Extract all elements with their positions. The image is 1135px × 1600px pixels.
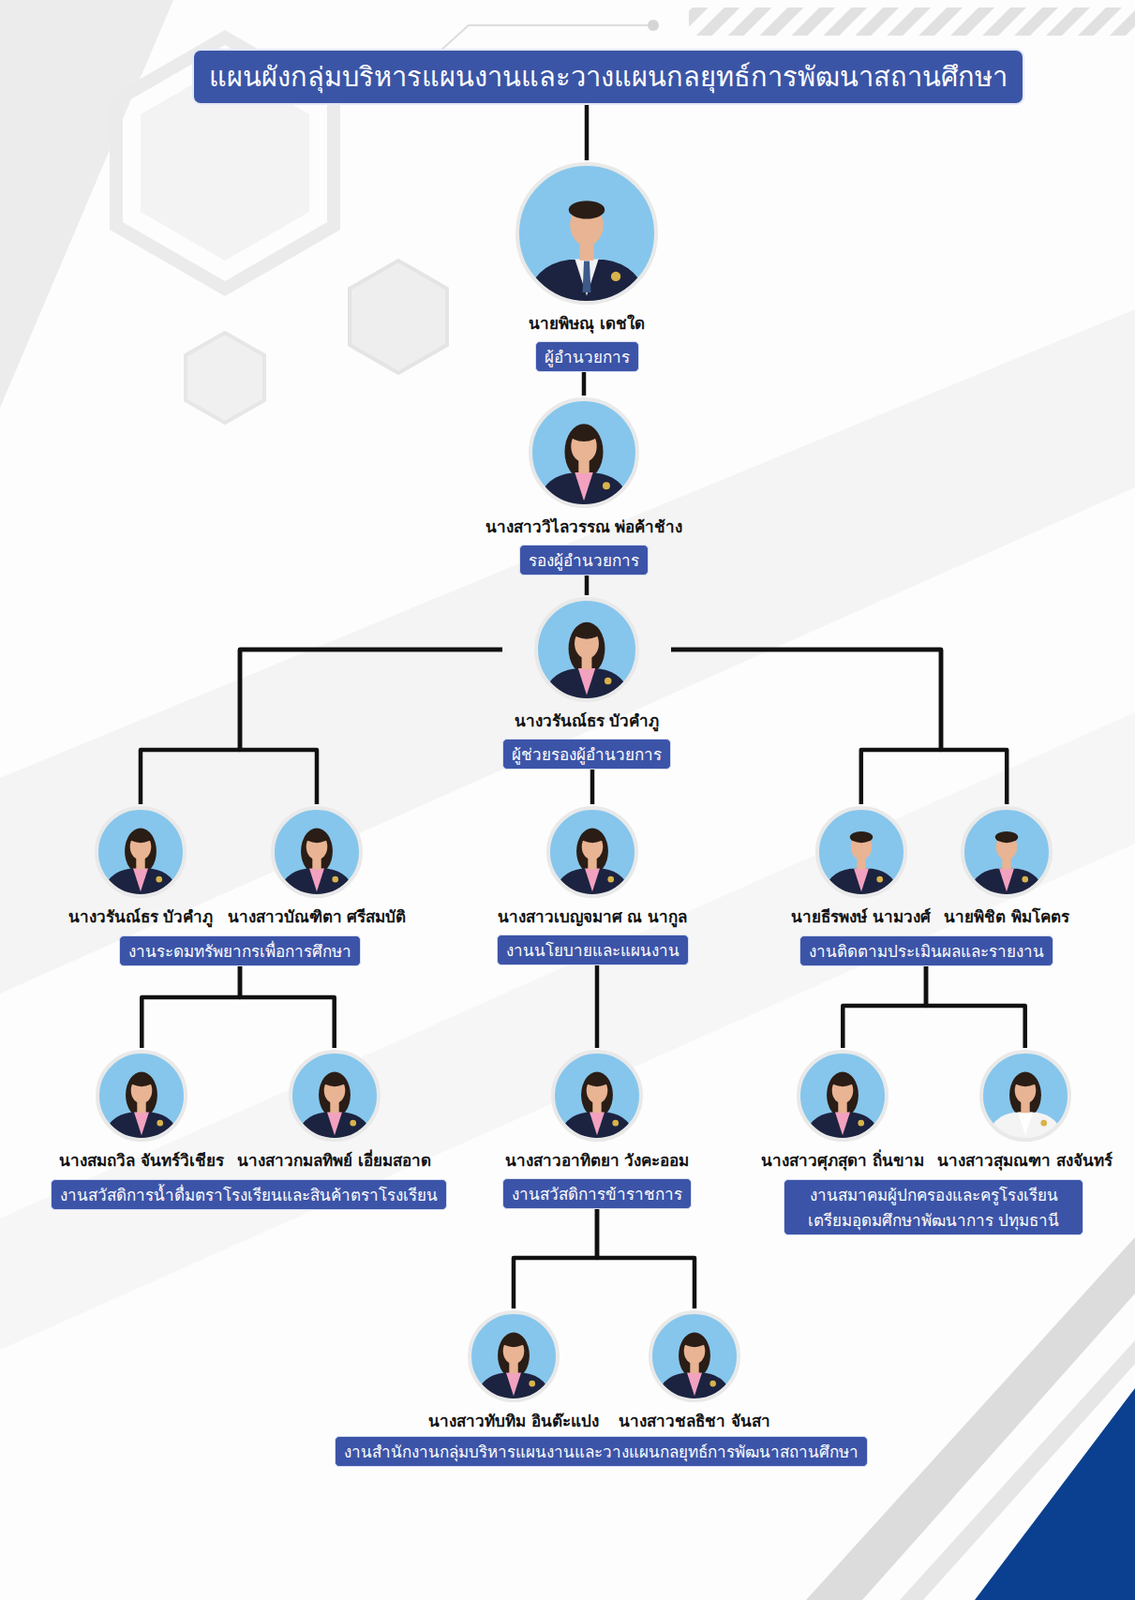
org-connector [590,769,596,805]
staff-name: นายพิชิต พิมโคตร [943,903,1070,929]
staff-card: นางสาวอาทิตยา วังคะออมงานสวัสดิการข้าราช… [502,1047,692,1210]
portrait-photo [544,804,641,900]
role-badge: งานติดตามประเมินผลและรายงาน [799,935,1054,967]
org-connector [513,1209,598,1309]
portrait-photo [465,1308,562,1404]
staff-name: นางสาวอาทิตยา วังคะออม [505,1147,690,1173]
role-badge: งานสวัสดิการน้ำดื่มตราโรงเรียนและสินค้าต… [50,1179,448,1210]
staff-name: นางสาวชลธิชา จันสา [618,1407,771,1434]
staff-card: นางสาวชลธิชา จันสา [618,1308,771,1434]
portrait-photo [268,804,365,900]
staff-name: นางสาวบัณฑิตา ศรีสมบัติ [227,903,407,929]
org-connector [582,372,587,396]
portrait-photo [958,804,1055,900]
staff-name: นางสาวสุมณฑา สงจันทร์ [937,1147,1113,1173]
role-label: งานสวัสดิการข้าราชการ [502,1178,692,1210]
role-label: ผู้ช่วยรองผู้อำนวยการ [502,738,672,770]
role-label: งานสมาคมผู้ปกครองและครูโรงเรียน เตรียมอุ… [783,1179,1084,1236]
org-connector [671,649,941,805]
staff-card: นางสาวเบญจมาศ ณ นากูลงานนโยบายและแผนงาน [496,804,689,966]
org-connector [239,649,503,805]
role-badge: งานสมาคมผู้ปกครองและครูโรงเรียน เตรียมอุ… [783,1179,1084,1236]
staff-card: นางสาวทับทิม อินต๊ะแปง [428,1308,599,1434]
org-connector [595,965,600,1048]
portrait-photo [526,395,642,510]
staff-name: นายธีรพงษ์ นามวงศ์ [791,903,931,929]
staff-name: นางสาวศุภสุดา ถิ่นขาม [761,1147,925,1173]
org-connector [140,649,503,805]
staff-card: นางสาวสุมณฑา สงจันทร์ [937,1047,1113,1173]
staff-name: นางวรันณ์ธร บัวคำภู [68,903,214,929]
portrait-photo [532,595,642,704]
portrait-photo [646,1308,743,1404]
portrait-photo [794,1047,891,1144]
role-badge: งานสำนักงานกลุ่มบริหารแผนงานและวางแผนกลย… [334,1435,868,1467]
staff-name: นางสมถวิล จันทร์วิเชียร [59,1147,225,1173]
staff-card: นางสาววิไลวรรณ พ่อค้าช้างรองผู้อำนวยการ [485,395,684,576]
title-banner: แผนผังกลุ่มบริหารแผนงานและวางแผนกลยุทธ์ก… [192,48,1025,105]
role-label: ผู้อำนวยการ [535,341,640,373]
portrait-photo [92,804,189,900]
role-label: งานติดตามประเมินผลและรายงาน [799,935,1054,967]
portrait-photo [286,1047,383,1144]
role-label: รองผู้อำนวยการ [519,544,649,576]
role-label: งานระดมทรัพยากรเพื่อการศึกษา [119,935,361,967]
org-connector [925,966,1026,1048]
staff-name: นางสาวทับทิม อินต๊ะแปง [428,1407,599,1434]
role-label: งานสำนักงานกลุ่มบริหารแผนงานและวางแผนกลย… [334,1435,868,1467]
staff-card: นางวรันณ์ธร บัวคำภูผู้ช่วยรองผู้อำนวยการ [502,595,672,770]
org-connector [141,966,240,1048]
staff-card: นายธีรพงษ์ นามวงศ์ [791,804,931,929]
staff-card: นางสาวกมลทิพย์ เอี่ยมสอาด [237,1047,432,1173]
title-text: แผนผังกลุ่มบริหารแผนงานและวางแผนกลยุทธ์ก… [209,55,1008,99]
org-connector [584,575,590,596]
org-connector [597,1209,695,1309]
org-connector [671,649,1007,805]
staff-name: นางสาววิไลวรรณ พ่อค้าช้าง [485,513,684,539]
staff-card: นางสาวบัณฑิตา ศรีสมบัติ [227,804,407,929]
portrait-photo [549,1047,645,1144]
portrait-photo [513,160,660,307]
staff-card: นางสาวศุภสุดา ถิ่นขาม [761,1047,925,1173]
staff-name: นายพิษณุ เดชใด [528,310,645,336]
role-label: งานนโยบายและแผนงาน [496,934,689,966]
org-connector [239,966,335,1048]
portrait-photo [813,804,910,900]
role-label: งานสวัสดิการน้ำดื่มตราโรงเรียนและสินค้าต… [50,1179,448,1210]
org-connector [584,104,590,161]
portrait-photo [93,1047,190,1144]
staff-card: นางวรันณ์ธร บัวคำภู [68,804,214,929]
role-badge: งานระดมทรัพยากรเพื่อการศึกษา [119,935,361,967]
staff-card: นายพิชิต พิมโคตร [943,804,1070,929]
staff-name: นางวรันณ์ธร บัวคำภู [514,707,660,733]
staff-card: นางสมถวิล จันทร์วิเชียร [59,1047,225,1173]
staff-name: นางสาวเบญจมาศ ณ นากูล [497,903,688,929]
staff-card: นายพิษณุ เดชใดผู้อำนวยการ [513,160,660,373]
org-connector [842,966,926,1048]
portrait-photo [977,1047,1074,1144]
staff-name: นางสาวกมลทิพย์ เอี่ยมสอาด [237,1147,432,1173]
